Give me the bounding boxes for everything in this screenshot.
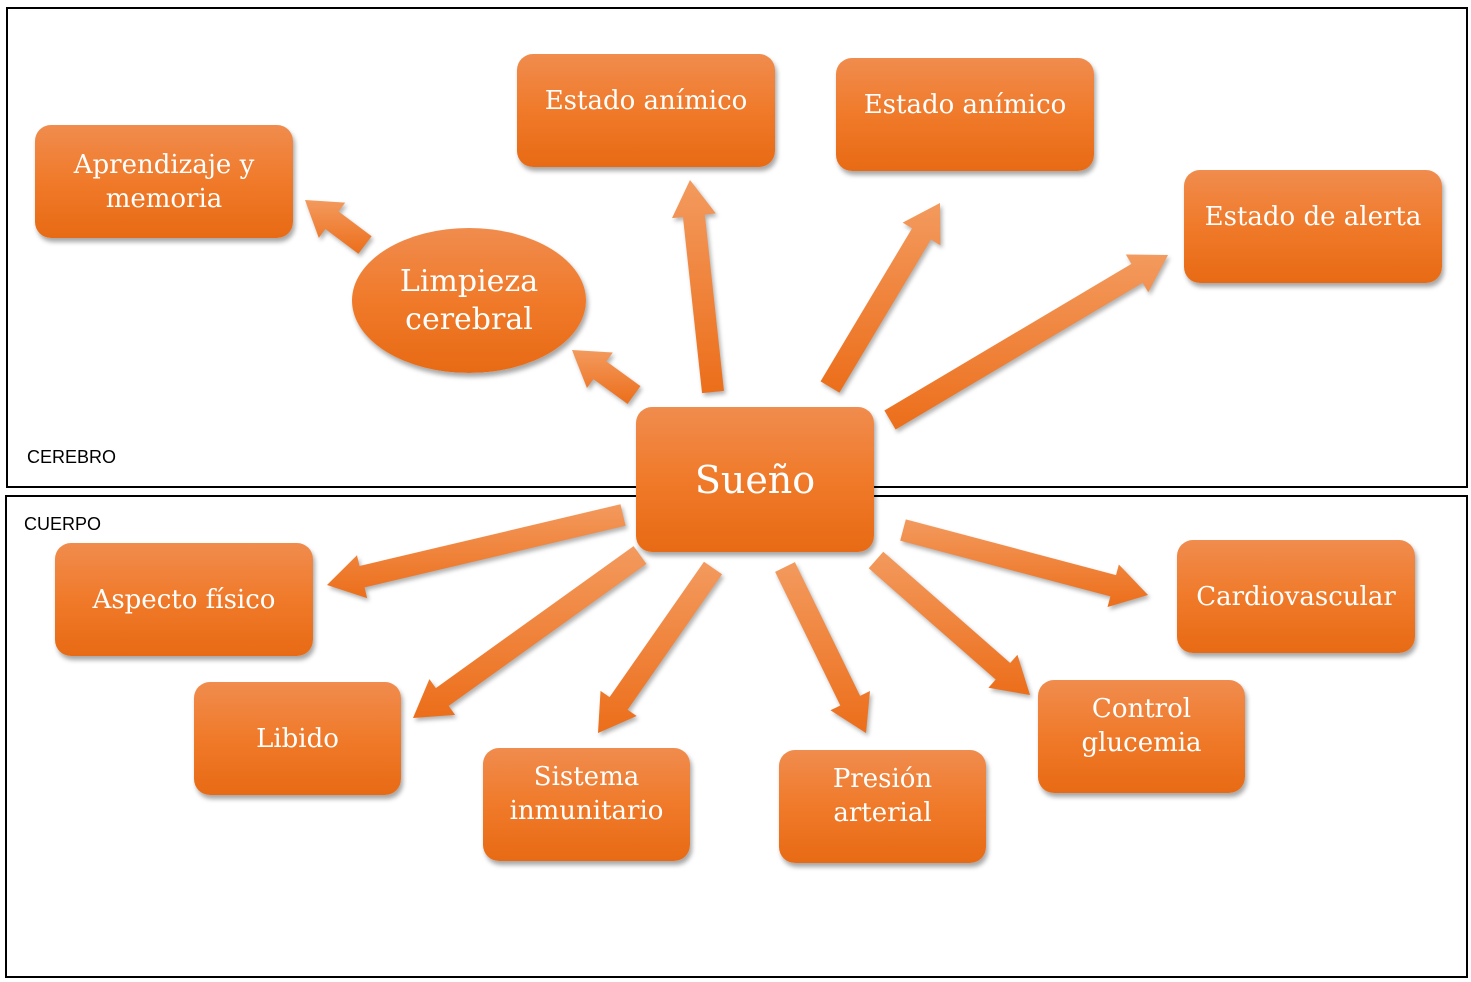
arrow-to-cardio [900, 519, 1148, 608]
node-immune-system: Sistema inmunitario [483, 748, 690, 861]
node-label: Sistema inmunitario [509, 762, 664, 826]
node-label: Presión arterial [832, 764, 933, 828]
node-label: Aprendizaje y memoria [73, 149, 255, 214]
arrow-to-brain-cleaning [572, 350, 641, 404]
node-label: Aspecto físico [92, 584, 276, 615]
arrow-to-learning [305, 200, 372, 254]
node-blood-pressure: Presión arterial [779, 750, 986, 863]
center-label: Sueño [694, 457, 816, 502]
node-label: Limpieza cerebral [399, 263, 539, 337]
node-libido: Libido [194, 682, 401, 795]
arrow-to-blood-pressure [775, 562, 870, 733]
arrow-to-glucose [868, 551, 1030, 695]
arrow-to-libido [413, 546, 647, 718]
node-cardiovascular: Cardiovascular [1177, 540, 1415, 653]
node-label: Estado de alerta [1204, 202, 1422, 232]
node-mood-2: Estado anímico [836, 58, 1094, 171]
arrow-to-mood-2 [820, 203, 941, 393]
node-label: Estado anímico [544, 86, 748, 116]
node-brain-cleaning: Limpieza cerebral [352, 228, 586, 373]
node-label: Control glucemia [1081, 694, 1202, 758]
arrow-to-appearance [327, 504, 626, 599]
node-mood-1: Estado anímico [517, 54, 775, 167]
brain-region-label: CEREBRO [27, 447, 117, 467]
node-learning-memory: Aprendizaje y memoria [35, 125, 293, 238]
node-alertness: Estado de alerta [1184, 170, 1442, 283]
arrow-to-alertness [884, 254, 1168, 430]
node-glucose-control: Control glucemia [1038, 680, 1245, 793]
node-label: Estado anímico [863, 90, 1067, 120]
node-label: Cardiovascular [1196, 581, 1396, 612]
body-region-label: CUERPO [24, 514, 102, 534]
node-label: Libido [256, 723, 339, 754]
arrow-to-immune [598, 561, 723, 733]
arrow-to-mood-1 [672, 180, 724, 394]
node-appearance: Aspecto físico [55, 543, 313, 656]
node-sleep-center: Sueño [636, 407, 874, 552]
